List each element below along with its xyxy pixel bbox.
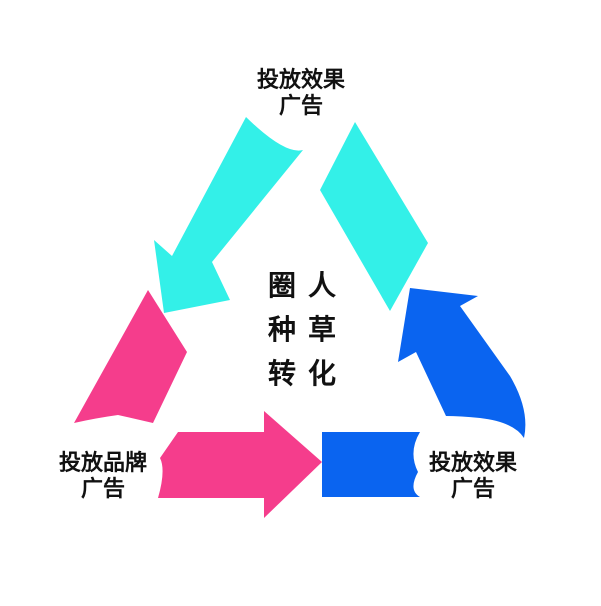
label-left-line2: 广告 xyxy=(80,477,125,502)
label-top-line2: 广告 xyxy=(278,94,323,119)
label-right-line1: 投放效果 xyxy=(428,451,517,476)
label-top-performance-ad: 投放效果 广告 xyxy=(226,68,376,120)
cyan-arrow-top-to-left xyxy=(154,117,303,313)
label-right-performance-ad: 投放效果 广告 xyxy=(398,451,548,503)
center-char: 人 xyxy=(307,269,336,302)
center-text-right-column: 人 草 化 xyxy=(302,264,342,396)
label-left-line1: 投放品牌 xyxy=(58,451,147,476)
label-left-brand-ad: 投放品牌 广告 xyxy=(28,451,178,503)
label-top-line1: 投放效果 xyxy=(256,68,345,93)
center-char: 转 xyxy=(267,357,296,390)
label-right-line2: 广告 xyxy=(450,477,495,502)
center-text-left-column: 圈 种 转 xyxy=(262,264,302,396)
blue-arrow-right-up xyxy=(398,288,526,438)
blue-block-bottom-right xyxy=(322,432,420,497)
center-char: 种 xyxy=(267,313,296,346)
center-char: 圈 xyxy=(267,269,296,302)
center-char: 草 xyxy=(307,313,336,346)
pink-arrow-left-to-right xyxy=(158,411,322,518)
cyan-slab-top-right xyxy=(320,122,428,311)
center-char: 化 xyxy=(307,357,336,390)
pink-slab-left xyxy=(74,290,187,423)
